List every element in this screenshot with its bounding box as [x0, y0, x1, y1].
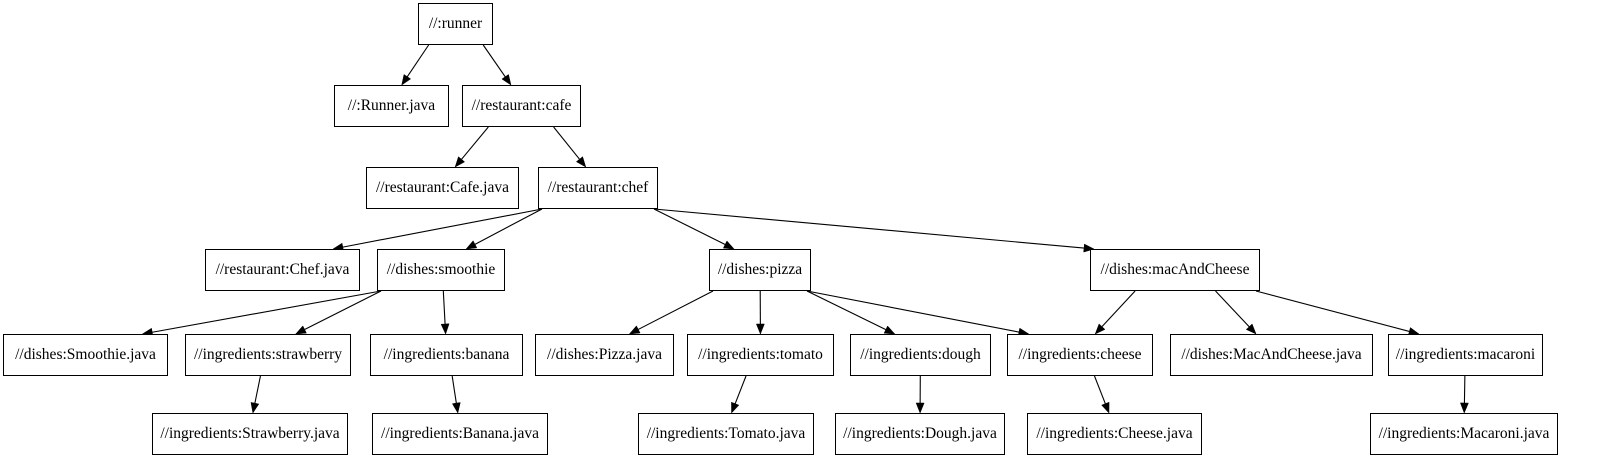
- graph-node-strawberry_java[interactable]: //ingredients:Strawberry.java: [152, 413, 348, 455]
- graph-node-cafe[interactable]: //restaurant:cafe: [462, 85, 581, 127]
- graph-node-label: //restaurant:Cafe.java: [376, 179, 509, 197]
- graph-node-runner_java[interactable]: //:Runner.java: [334, 85, 449, 127]
- graph-node-tomato_java[interactable]: //ingredients:Tomato.java: [638, 413, 814, 455]
- graph-node-cafe_java[interactable]: //restaurant:Cafe.java: [366, 167, 519, 209]
- graph-node-pizza[interactable]: //dishes:pizza: [709, 249, 811, 291]
- graph-node-pizza_java[interactable]: //dishes:Pizza.java: [535, 334, 674, 376]
- graph-node-chef[interactable]: //restaurant:chef: [538, 167, 658, 209]
- graph-node-label: //ingredients:strawberry: [193, 346, 343, 364]
- graph-node-label: //restaurant:cafe: [471, 97, 572, 115]
- graph-node-label: //ingredients:banana: [383, 346, 510, 364]
- graph-node-label: //ingredients:Macaroni.java: [1378, 425, 1550, 443]
- graph-node-cheese_java[interactable]: //ingredients:Cheese.java: [1027, 413, 1202, 455]
- graph-node-label: //ingredients:Strawberry.java: [160, 425, 340, 443]
- graph-node-dough_java[interactable]: //ingredients:Dough.java: [835, 413, 1005, 455]
- graph-node-banana_java[interactable]: //ingredients:Banana.java: [372, 413, 548, 455]
- graph-node-label: //ingredients:dough: [860, 346, 981, 364]
- graph-node-runner[interactable]: //:runner: [418, 3, 493, 45]
- graph-node-label: //ingredients:tomato: [698, 346, 823, 364]
- graph-node-dough[interactable]: //ingredients:dough: [850, 334, 991, 376]
- graph-node-macaroni[interactable]: //ingredients:macaroni: [1388, 334, 1543, 376]
- graph-node-label: //ingredients:Banana.java: [381, 425, 539, 443]
- graph-node-strawberry[interactable]: //ingredients:strawberry: [185, 334, 351, 376]
- graph-node-smoothie[interactable]: //dishes:smoothie: [377, 249, 505, 291]
- graph-node-label: //:runner: [428, 15, 483, 33]
- graph-node-label: //dishes:MacAndCheese.java: [1181, 346, 1362, 364]
- graph-node-banana[interactable]: //ingredients:banana: [370, 334, 523, 376]
- graph-node-label: //restaurant:chef: [547, 179, 649, 197]
- graph-node-label: //dishes:Smoothie.java: [15, 346, 156, 364]
- graph-node-label: //ingredients:macaroni: [1395, 346, 1536, 364]
- graph-node-macandcheese_java[interactable]: //dishes:MacAndCheese.java: [1170, 334, 1373, 376]
- graph-node-chef_java[interactable]: //restaurant:Chef.java: [205, 249, 360, 291]
- graph-node-cheese[interactable]: //ingredients:cheese: [1007, 334, 1153, 376]
- graph-node-label: //ingredients:Dough.java: [843, 425, 997, 443]
- graph-node-label: //dishes:macAndCheese: [1100, 261, 1250, 279]
- graph-node-macandcheese[interactable]: //dishes:macAndCheese: [1090, 249, 1260, 291]
- graph-node-label: //dishes:pizza: [717, 261, 803, 279]
- graph-node-label: //:Runner.java: [347, 97, 436, 115]
- graph-node-label: //dishes:Pizza.java: [547, 346, 662, 364]
- graph-node-label: //dishes:smoothie: [386, 261, 496, 279]
- graph-node-label: //ingredients:cheese: [1018, 346, 1142, 364]
- graph-node-tomato[interactable]: //ingredients:tomato: [687, 334, 834, 376]
- graph-node-label: //ingredients:Cheese.java: [1036, 425, 1193, 443]
- graph-node-label: //restaurant:Chef.java: [215, 261, 350, 279]
- graph-node-macaroni_java[interactable]: //ingredients:Macaroni.java: [1370, 413, 1558, 455]
- graph-node-label: //ingredients:Tomato.java: [646, 425, 806, 443]
- graph-node-smoothie_java[interactable]: //dishes:Smoothie.java: [3, 334, 168, 376]
